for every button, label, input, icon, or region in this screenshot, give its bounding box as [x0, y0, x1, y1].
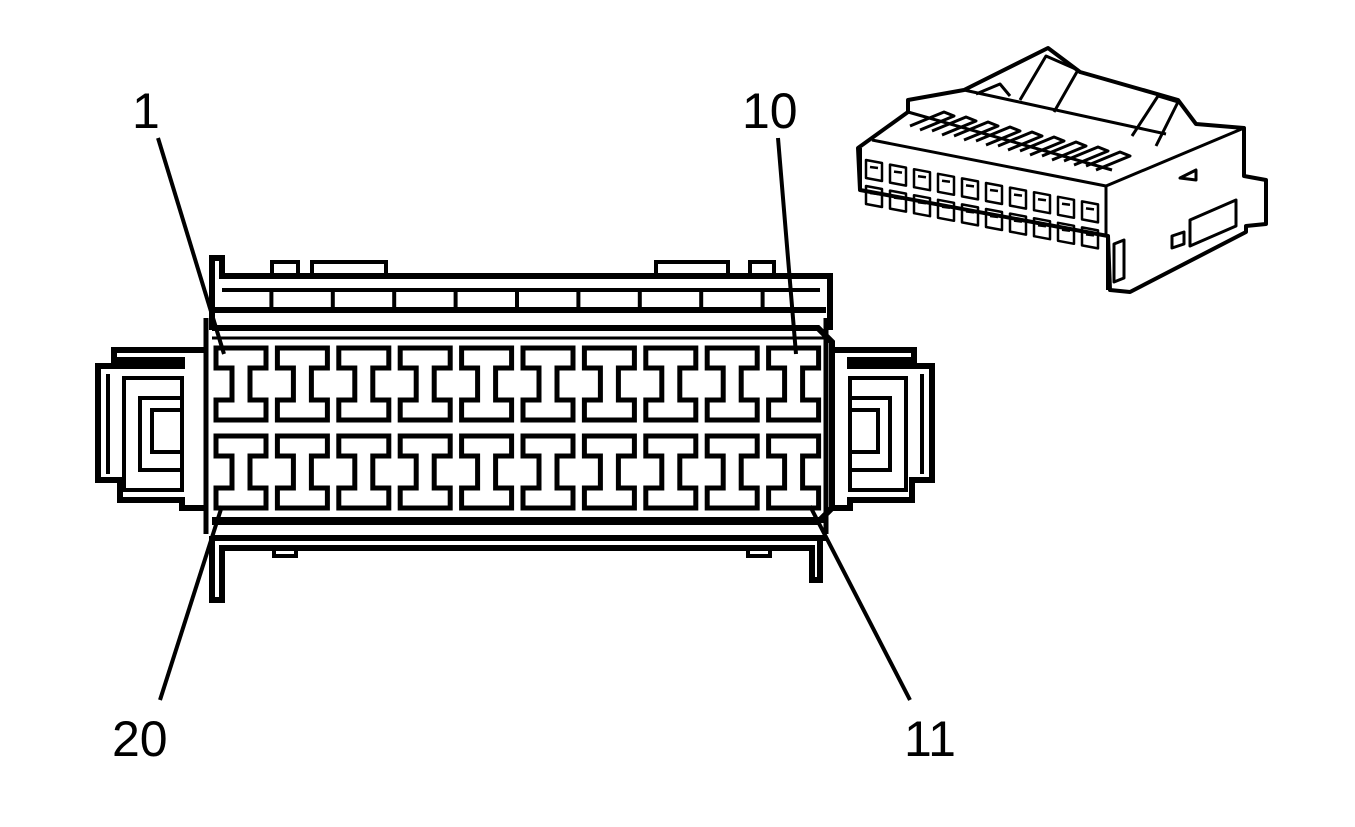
terminal-cavities [213, 345, 822, 511]
terminal-cavity [459, 433, 515, 511]
housing-body [203, 307, 835, 541]
leader-line-pin-11 [808, 505, 912, 701]
connector-isometric-view [856, 46, 1268, 294]
terminal-cavity [581, 433, 637, 511]
iso-rib [931, 115, 978, 137]
left-latch [95, 347, 206, 511]
terminal-cavity [336, 345, 392, 423]
terminal-cavity [520, 345, 576, 423]
terminal-cavity [643, 345, 699, 423]
terminal-cavity [704, 433, 760, 511]
leader-line-pin-20 [158, 505, 224, 701]
iso-rib [1085, 150, 1132, 172]
iso-rib [997, 130, 1044, 152]
terminal-cavity [336, 433, 392, 511]
iso-terminal-cavity [1032, 216, 1052, 241]
iso-rib [1019, 135, 1066, 157]
iso-terminal-cavity [960, 203, 980, 227]
terminal-cavity [274, 345, 330, 423]
iso-terminal-cavity [864, 158, 884, 183]
iso-terminal-cavity [1008, 212, 1028, 236]
iso-terminal-cavity [936, 172, 956, 197]
pin-label-1: 1 [132, 83, 160, 139]
iso-rib [1063, 145, 1110, 167]
terminal-cavity [397, 433, 453, 511]
iso-terminal-cavity [1032, 190, 1052, 215]
iso-terminal-cavity [1080, 200, 1100, 224]
iso-terminal-cavity [984, 181, 1004, 206]
iso-rib [975, 125, 1022, 147]
connector-face-view [95, 255, 935, 603]
terminal-cavity [766, 345, 822, 423]
iso-rib [1041, 140, 1088, 162]
leader-line-pin-10 [776, 137, 798, 355]
bottom-shroud [209, 536, 823, 603]
terminal-cavity [581, 345, 637, 423]
terminal-cavity [643, 433, 699, 511]
iso-terminal-cavity [864, 184, 884, 209]
iso-terminal-cavity [912, 167, 932, 192]
top-shroud [209, 255, 833, 330]
iso-terminal-cavity [1056, 195, 1076, 220]
iso-terminal-cavity [1008, 186, 1028, 210]
right-latch [832, 347, 935, 511]
terminal-cavity [704, 345, 760, 423]
pin-label-20: 20 [112, 711, 168, 767]
iso-terminal-cavity [984, 207, 1004, 232]
iso-terminal-cavity [1080, 226, 1100, 250]
iso-terminal-cavity [936, 198, 956, 223]
terminal-cavity [274, 433, 330, 511]
leader-line-pin-1 [156, 137, 226, 355]
terminal-cavity [520, 433, 576, 511]
terminal-cavity [397, 345, 453, 423]
iso-terminal-cavity [1056, 221, 1076, 246]
terminal-cavity [213, 345, 269, 423]
pin-label-11: 11 [904, 711, 956, 767]
iso-rib [953, 120, 1000, 142]
iso-terminal-cavity [912, 193, 932, 218]
terminal-cavity [459, 345, 515, 423]
leader-lines [156, 137, 912, 701]
iso-terminal-cavity [960, 177, 980, 201]
iso-rib [909, 110, 956, 132]
iso-terminal-cavity [888, 163, 908, 187]
pin-label-10: 10 [742, 83, 798, 139]
iso-terminal-cavity [888, 189, 908, 213]
terminal-cavity [213, 433, 269, 511]
terminal-cavity [766, 433, 822, 511]
